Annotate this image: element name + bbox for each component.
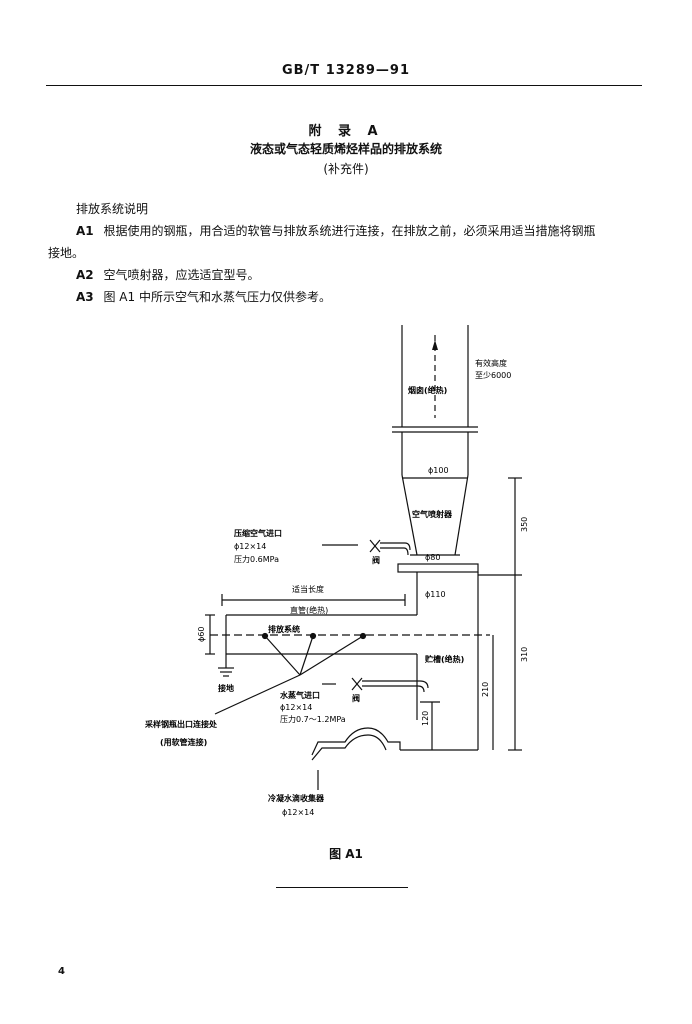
cylinder-leader <box>214 674 301 715</box>
label-condensate-2: ϕ12×14 <box>282 808 314 817</box>
label-hose-conn: (用软管连接) <box>160 737 207 747</box>
item-a2: A2 空气喷射器，应选适宜型号。 <box>76 266 259 283</box>
label-steam-inlet-size: ϕ12×14 <box>280 703 312 712</box>
item-a1-cont: 接地。 <box>48 246 85 260</box>
label-dim-210: 210 <box>481 682 490 697</box>
label-tank: 贮槽(绝热) <box>424 654 464 664</box>
figure-caption: 图 A1 <box>329 847 363 861</box>
header-rule <box>46 85 642 86</box>
item-text: 图 A1 中所示空气和水蒸气压力仅供参考。 <box>103 290 331 304</box>
item-label: A2 <box>76 268 94 282</box>
diffuser-right-cone <box>454 474 469 556</box>
diffuser-left-cone <box>401 474 418 556</box>
air-inlet-pipe <box>380 542 411 551</box>
standard-header: GB/T 13289—91 <box>281 63 411 78</box>
label-dim-120: 120 <box>421 711 430 726</box>
label-air-inlet-size: ϕ12×14 <box>234 542 266 551</box>
label-d100: ϕ100 <box>428 466 449 475</box>
label-d60: ϕ60 <box>197 627 206 642</box>
item-text: 空气喷射器，应选适宜型号。 <box>103 268 260 282</box>
label-valve-2: 阀 <box>352 693 360 703</box>
item-a1: A1 根据使用的钢瓶，用合适的软管与排放系统进行连接，在排放之前，必须采用适当措… <box>76 222 595 239</box>
drain-trap <box>311 727 401 756</box>
label-cylinder-conn: 采样钢瓶出口连接处 <box>144 719 218 729</box>
label-air-inlet: 压缩空气进口 <box>234 528 282 538</box>
steam-inlet-pipe <box>362 680 429 689</box>
flange-plate <box>397 563 479 573</box>
label-ground: 接地 <box>218 683 234 693</box>
label-dim-310: 310 <box>520 647 529 662</box>
appendix-subtitle: 液态或气态轻质烯烃样品的排放系统 <box>249 142 442 156</box>
label-effective-height-1: 有效高度 <box>475 358 507 368</box>
item-label: A1 <box>76 224 94 238</box>
label-valve-1: 阀 <box>372 555 380 565</box>
end-rule <box>276 887 408 888</box>
label-steam-inlet: 水蒸气进口 <box>279 690 320 700</box>
appendix-title: 附 录 A <box>308 124 384 139</box>
item-text: 根据使用的钢瓶，用合适的软管与排放系统进行连接，在排放之前，必须采用适当措施将钢… <box>103 224 596 238</box>
page-number: 4 <box>58 966 65 977</box>
item-label: A3 <box>76 290 94 304</box>
item-a3: A3 图 A1 中所示空气和水蒸气压力仅供参考。 <box>76 288 331 305</box>
appendix-note: (补充件) <box>323 162 369 176</box>
label-drain-system: 排放系统 <box>268 624 300 634</box>
label-dim-350: 350 <box>520 517 529 532</box>
label-chimney: 烟囱(绝热) <box>408 385 447 395</box>
label-air-pressure: 压力0.6MPa <box>234 554 279 564</box>
label-steam-pressure: 压力0.7～1.2MPa <box>280 714 346 724</box>
flow-arrow <box>432 340 438 350</box>
label-proper-length: 适当长度 <box>292 584 324 594</box>
label-straight-pipe: 直管(绝热) <box>290 605 328 615</box>
label-condensate-1: 冷凝水滴收集器 <box>268 793 325 803</box>
label-air-ejector: 空气喷射器 <box>412 509 453 519</box>
intro-text: 排放系统说明 <box>76 202 149 216</box>
label-effective-height-2: 至少6000 <box>475 371 511 380</box>
label-d110: ϕ110 <box>425 590 446 599</box>
label-d80: ϕ80 <box>425 553 440 562</box>
